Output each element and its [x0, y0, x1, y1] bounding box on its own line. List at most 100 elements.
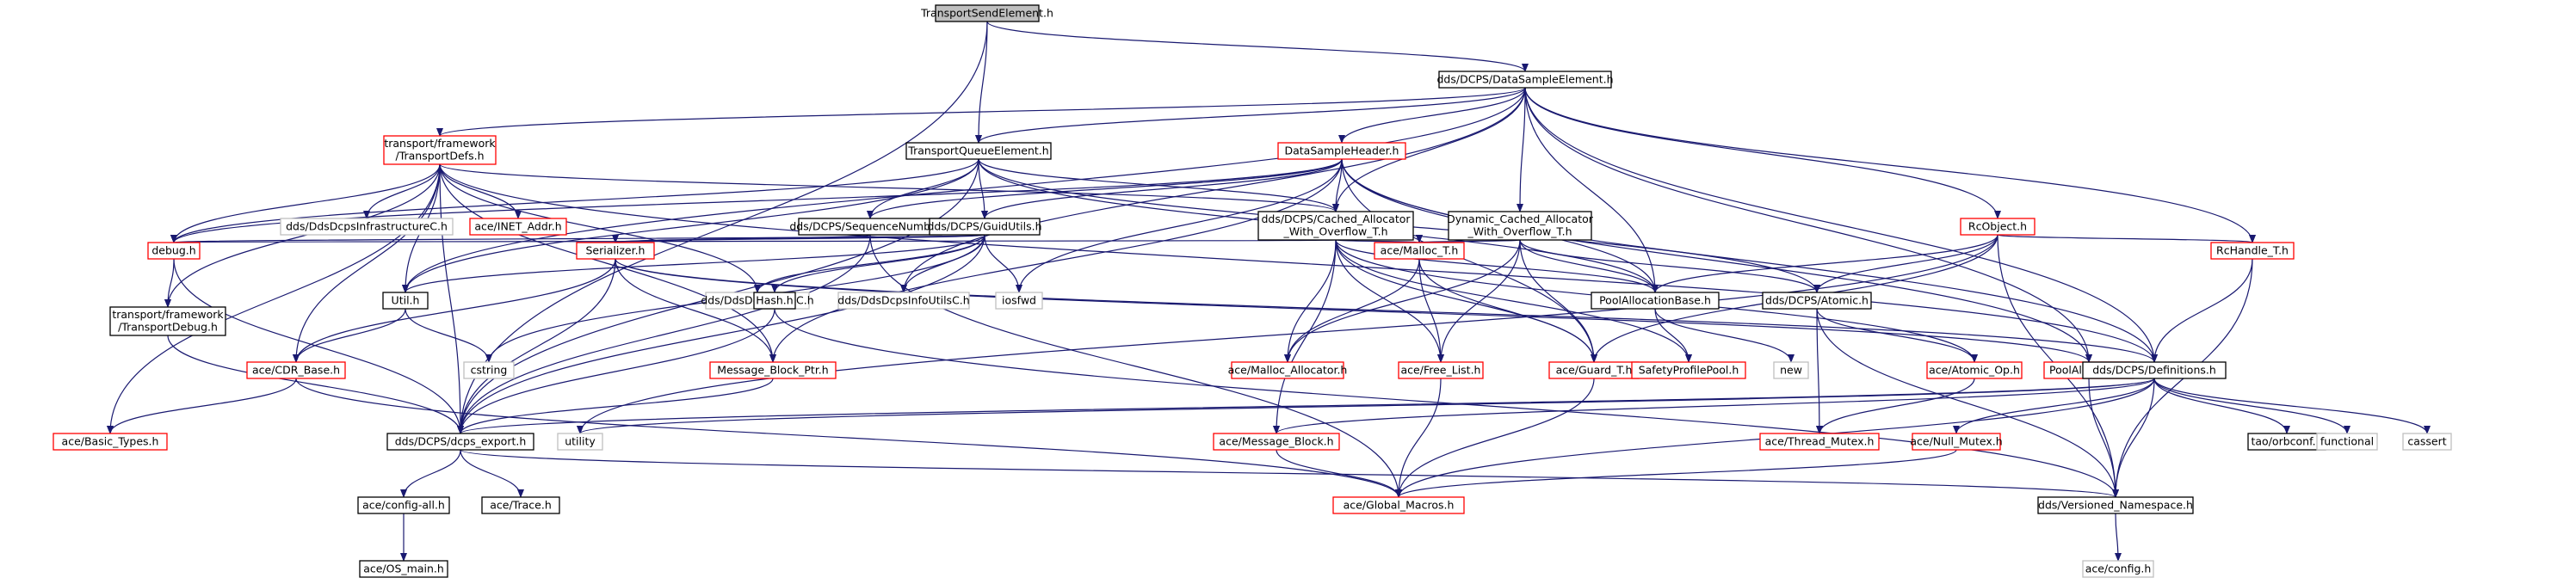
- edge-line: [405, 308, 492, 363]
- node-box: [935, 4, 1040, 22]
- node-debug[interactable]: debug.h: [147, 242, 201, 260]
- node-label: DataSampleHeader.h: [1285, 144, 1399, 157]
- node-basic[interactable]: ace/Basic_Types.h: [53, 433, 168, 451]
- node-label: Hash.h: [756, 293, 793, 306]
- node-msgblk[interactable]: ace/Message_Block.h: [1213, 433, 1340, 451]
- node-rch[interactable]: RcHandle_T.h: [2210, 242, 2295, 260]
- node-label: dds/DCPS/Atomic.h: [1765, 293, 1869, 306]
- edge-line: [460, 449, 2119, 498]
- edge-dse-to-cao: [1332, 87, 1526, 212]
- node-defs[interactable]: dds/DCPS/Definitions.h: [2082, 361, 2227, 379]
- edge-line: [1437, 239, 1521, 363]
- edge-mallocT-to-freelist: [1418, 258, 1444, 363]
- node-box: [1277, 142, 1406, 160]
- node-inet[interactable]: ace/INET_Addr.h: [469, 218, 567, 236]
- node-export[interactable]: dds/DCPS/dcps_export.h: [386, 433, 534, 451]
- edge-line: [293, 163, 441, 363]
- edge-line: [1395, 378, 1595, 498]
- node-mallocT[interactable]: ace/Malloc_T.h: [1374, 242, 1465, 260]
- edge-line: [400, 449, 461, 498]
- edge-guard-to-gmacros: [1395, 378, 1595, 498]
- node-tqe[interactable]: TransportQueueElement.h: [905, 142, 1052, 160]
- node-dse[interactable]: dds/DCPS/DataSampleElement.h: [1437, 71, 1614, 89]
- edge-line: [975, 21, 988, 144]
- node-nmutex[interactable]: ace/Null_Mutex.h: [1910, 433, 2003, 451]
- node-label: new: [1780, 363, 1802, 376]
- edge-line: [2153, 378, 2290, 434]
- edge-dse-to-rch: [1524, 87, 2256, 243]
- node-atomicop[interactable]: ace/Atomic_Op.h: [1926, 361, 2023, 379]
- node-tdebug[interactable]: transport/framework/TransportDebug.h: [109, 306, 226, 336]
- node-box: [995, 292, 1043, 310]
- edge-debug-to-export: [173, 258, 464, 434]
- edge-line: [1284, 258, 1420, 363]
- node-label: functional: [2320, 434, 2374, 447]
- node-aceconfig: ace/config.h: [2082, 560, 2154, 578]
- node-label: PoolAllocationBase.h: [1599, 293, 1711, 306]
- node-box: [2316, 433, 2378, 451]
- node-label: cassert: [2407, 434, 2446, 447]
- edge-line: [869, 234, 1402, 498]
- node-label: SafetyProfilePool.h: [1639, 363, 1739, 376]
- edge-dcao-to-atomic: [1519, 239, 1820, 293]
- node-tdefs[interactable]: transport/framework/TransportDefs.h: [383, 135, 497, 165]
- node-infra: dds/DdsDcpsInfrastructureC.h: [280, 218, 454, 236]
- node-tmutex[interactable]: ace/Thread_Mutex.h: [1759, 433, 1880, 451]
- edge-line: [1395, 378, 1442, 498]
- edge-line: [1335, 239, 1659, 293]
- node-label: cstring: [471, 363, 508, 376]
- node-dcao[interactable]: Dynamic_Cached_Allocator_With_Overflow_T…: [1447, 211, 1594, 241]
- node-tse[interactable]: TransportSendElement.h: [920, 4, 1053, 22]
- edge-dsh-to-palloc: [1341, 158, 2092, 363]
- node-ser[interactable]: Serializer.h: [576, 242, 655, 260]
- edge-util-to-cdr: [293, 308, 406, 363]
- node-rcobj[interactable]: RcObject.h: [1960, 218, 2035, 236]
- node-guid[interactable]: dds/DCPS/GuidUtils.h: [927, 218, 1042, 236]
- node-label: _With_Overflow_T.h: [1283, 225, 1388, 238]
- edge-export-to-trace: [460, 449, 524, 498]
- node-label: TransportSendElement.h: [920, 6, 1053, 19]
- edge-pab-to-spp: [1654, 308, 1692, 363]
- node-util[interactable]: Util.h: [382, 292, 429, 310]
- edge-guid-to-debug: [171, 234, 985, 243]
- node-osmain[interactable]: ace/OS_main.h: [359, 560, 448, 578]
- node-hash[interactable]: Hash.h: [753, 292, 796, 310]
- node-malloca[interactable]: ace/Malloc_Allocator.h: [1228, 361, 1348, 379]
- edge-rcobj-to-pab: [1652, 234, 1998, 293]
- edge-line: [439, 163, 776, 363]
- edge-rcobj-to-utility: [577, 234, 1998, 434]
- edge-line: [1418, 258, 1444, 363]
- node-freelist[interactable]: ace/Free_List.h: [1398, 361, 1484, 379]
- node-orbconf[interactable]: tao/orbconf.h: [2247, 433, 2326, 451]
- node-dsh[interactable]: DataSampleHeader.h: [1277, 142, 1406, 160]
- node-label: TransportQueueElement.h: [907, 144, 1048, 157]
- edge-line: [170, 163, 441, 243]
- node-gmacros[interactable]: ace/Global_Macros.h: [1332, 496, 1465, 514]
- edge-mallocT-to-guard: [1418, 258, 1597, 363]
- node-label: /TransportDefs.h: [396, 150, 485, 163]
- node-label: iosfwd: [1002, 293, 1036, 306]
- node-atomic[interactable]: dds/DCPS/Atomic.h: [1762, 292, 1872, 310]
- node-pab[interactable]: PoolAllocationBase.h: [1591, 292, 1720, 310]
- node-mbp[interactable]: Message_Block_Ptr.h: [709, 361, 837, 379]
- node-cdr[interactable]: ace/CDR_Base.h: [246, 361, 346, 379]
- edge-hash-to-export: [457, 308, 775, 434]
- edge-defs-to-nmutex: [1953, 378, 2155, 434]
- node-trace[interactable]: ace/Trace.h: [481, 496, 560, 514]
- node-label: ace/Guard_T.h: [1556, 363, 1633, 376]
- edge-pab-to-new: [1654, 308, 1795, 363]
- edge-dsh-to-guard: [1341, 158, 1597, 363]
- edge-guid-to-export: [457, 234, 985, 434]
- node-vns[interactable]: dds/Versioned_Namespace.h: [2037, 496, 2194, 514]
- node-guard[interactable]: ace/Guard_T.h: [1548, 361, 1640, 379]
- node-seqnum[interactable]: dds/DCPS/SequenceNumber.h: [789, 218, 951, 236]
- edge-line: [1335, 239, 1444, 363]
- node-spp[interactable]: SafetyProfilePool.h: [1631, 361, 1746, 379]
- node-label: ace/Basic_Types.h: [62, 434, 159, 447]
- edge-line: [293, 308, 406, 363]
- node-configall[interactable]: ace/config-all.h: [357, 496, 450, 514]
- node-cao[interactable]: dds/DCPS/Cached_Allocator_With_Overflow_…: [1257, 211, 1414, 241]
- edge-dse-to-palloc: [1524, 87, 2092, 363]
- node-label: Message_Block_Ptr.h: [717, 363, 828, 376]
- edge-line: [771, 234, 985, 293]
